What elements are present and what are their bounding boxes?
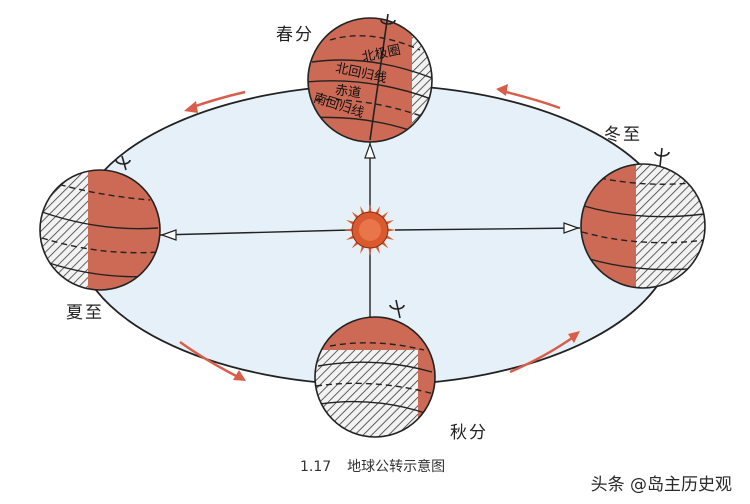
earth-autumn-equinox xyxy=(314,316,436,438)
winter-solstice-label: 冬至 xyxy=(604,125,642,145)
spring-equinox-label: 春分 xyxy=(276,25,314,45)
watermark: 头条 @岛主历史观 xyxy=(590,475,732,495)
orbit-arrowheads xyxy=(184,84,580,381)
earth-spring-equinox xyxy=(307,17,433,143)
earth-axes xyxy=(115,13,670,319)
figure-number: 1.17 xyxy=(300,459,332,475)
figure-caption: 1.17 地球公转示意图 xyxy=(300,456,461,476)
autumn-equinox-label: 秋分 xyxy=(450,423,488,443)
axis-arrowheads xyxy=(160,142,580,241)
sun xyxy=(344,204,396,256)
figure-title: 地球公转示意图 xyxy=(347,459,446,475)
summer-solstice-label: 夏至 xyxy=(66,303,104,323)
earth-winter-solstice xyxy=(580,163,706,289)
equator-label: 赤道 xyxy=(334,83,362,101)
